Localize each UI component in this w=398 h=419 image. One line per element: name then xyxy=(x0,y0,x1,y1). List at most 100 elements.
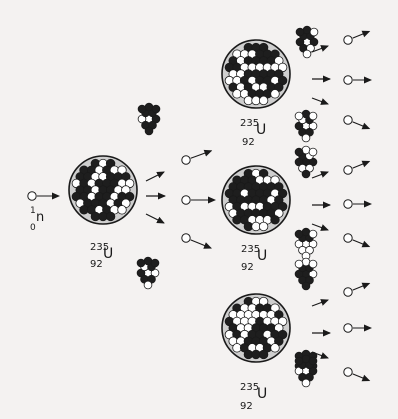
fission-fragment xyxy=(295,355,317,387)
neutron-circle xyxy=(344,166,352,174)
neutron-particle xyxy=(144,281,152,289)
neutron-trail-arrow xyxy=(353,161,370,168)
free-neutron xyxy=(182,234,211,248)
motion-arrow xyxy=(312,172,328,178)
uranium-nucleus xyxy=(222,40,290,108)
neutron-circle xyxy=(182,156,190,164)
neutron-trail-arrow xyxy=(353,240,370,247)
proton xyxy=(302,282,310,290)
neutron-particle xyxy=(309,260,317,268)
proton xyxy=(295,230,303,238)
proton xyxy=(302,355,310,363)
uranium-label-3: 235 U 92 xyxy=(241,244,267,273)
neutron-circle xyxy=(344,288,352,296)
neutron-trail-arrow xyxy=(353,122,370,129)
proton xyxy=(145,103,153,111)
neutron-circle xyxy=(344,76,352,84)
neutron-circle xyxy=(344,234,352,242)
neutron-circle xyxy=(344,116,352,124)
proton xyxy=(302,170,310,178)
neutron-particle xyxy=(118,206,127,215)
neutron-circle xyxy=(344,324,352,332)
neutron-particle xyxy=(295,260,303,268)
proton xyxy=(309,357,317,365)
proton xyxy=(137,259,145,267)
proton xyxy=(295,148,303,156)
free-neutron xyxy=(344,324,371,332)
uranium-symbol: U xyxy=(257,386,267,402)
free-neutron xyxy=(344,234,370,247)
fission-fragment xyxy=(295,146,317,178)
motion-arrow xyxy=(312,98,328,104)
uranium-atomic-number: 92 xyxy=(242,137,255,148)
free-neutron xyxy=(344,283,370,296)
uranium-label-1: 235 U 92 xyxy=(90,242,113,270)
neutron-particle xyxy=(295,112,303,120)
proton xyxy=(303,26,311,34)
neutron-particle xyxy=(302,146,310,154)
neutron-trail-arrow xyxy=(191,240,211,248)
motion-arrow xyxy=(146,172,164,181)
fission-fragment xyxy=(295,110,317,142)
proton xyxy=(145,127,153,135)
motion-arrow xyxy=(146,214,164,223)
neutron-trail-arrow xyxy=(353,283,370,290)
neutron-particle xyxy=(302,134,310,142)
neutron-trail-arrow xyxy=(353,31,370,38)
neutron-particle xyxy=(302,258,310,266)
neutron-trail-arrow xyxy=(353,374,370,381)
neutron-particle xyxy=(302,379,310,387)
neutron-circle xyxy=(344,368,352,376)
neutron-trail-arrow xyxy=(191,151,212,159)
free-neutron xyxy=(182,196,215,204)
fission-fragment xyxy=(296,26,318,58)
neutron-particle xyxy=(271,344,280,353)
uranium-nuclei-group xyxy=(69,40,290,362)
proton xyxy=(302,228,310,236)
uranium-symbol: U xyxy=(256,122,266,138)
proton xyxy=(106,212,115,221)
uranium-atomic-number: 92 xyxy=(241,262,254,273)
neutron-particle xyxy=(271,90,280,99)
free-neutron xyxy=(28,192,59,200)
free-neutron xyxy=(344,116,370,129)
uranium-symbol: U xyxy=(257,248,267,264)
proton xyxy=(271,216,280,225)
neutron-particle xyxy=(310,28,318,36)
neutron-circle xyxy=(28,192,36,200)
uranium-label-4: 235 U 92 xyxy=(240,382,267,412)
fission-fragment xyxy=(138,103,160,135)
neutron-mass-number: 1 xyxy=(30,206,36,216)
incoming-neutron-label: 1 n 0 xyxy=(30,206,44,233)
uranium-atomic-number: 92 xyxy=(240,401,253,412)
proton xyxy=(152,105,160,113)
uranium-symbol: U xyxy=(103,246,113,262)
free-neutron xyxy=(344,31,370,44)
uranium-label-2: 235 U 92 xyxy=(240,118,266,148)
neutron-circle xyxy=(344,36,352,44)
fission-fragment xyxy=(137,257,159,289)
free-neutron xyxy=(182,151,212,164)
proton xyxy=(151,259,159,267)
free-neutron xyxy=(344,76,371,84)
proton xyxy=(295,357,303,365)
uranium-nucleus xyxy=(69,156,137,224)
neutron-particle xyxy=(309,112,317,120)
proton xyxy=(296,28,304,36)
proton xyxy=(144,257,152,265)
free-neutron xyxy=(344,368,370,381)
neutron-particle xyxy=(309,148,317,156)
neutron-particle xyxy=(259,96,268,105)
uranium-atomic-number: 92 xyxy=(90,259,103,270)
free-neutron xyxy=(344,161,370,174)
proton xyxy=(302,110,310,118)
fission-fragment xyxy=(295,228,317,260)
proton xyxy=(138,105,146,113)
neutron-particle xyxy=(309,230,317,238)
neutron-circle xyxy=(344,200,352,208)
neutron-symbol: n xyxy=(36,210,44,225)
motion-arrow xyxy=(312,300,328,306)
fission-fragment xyxy=(295,258,317,290)
